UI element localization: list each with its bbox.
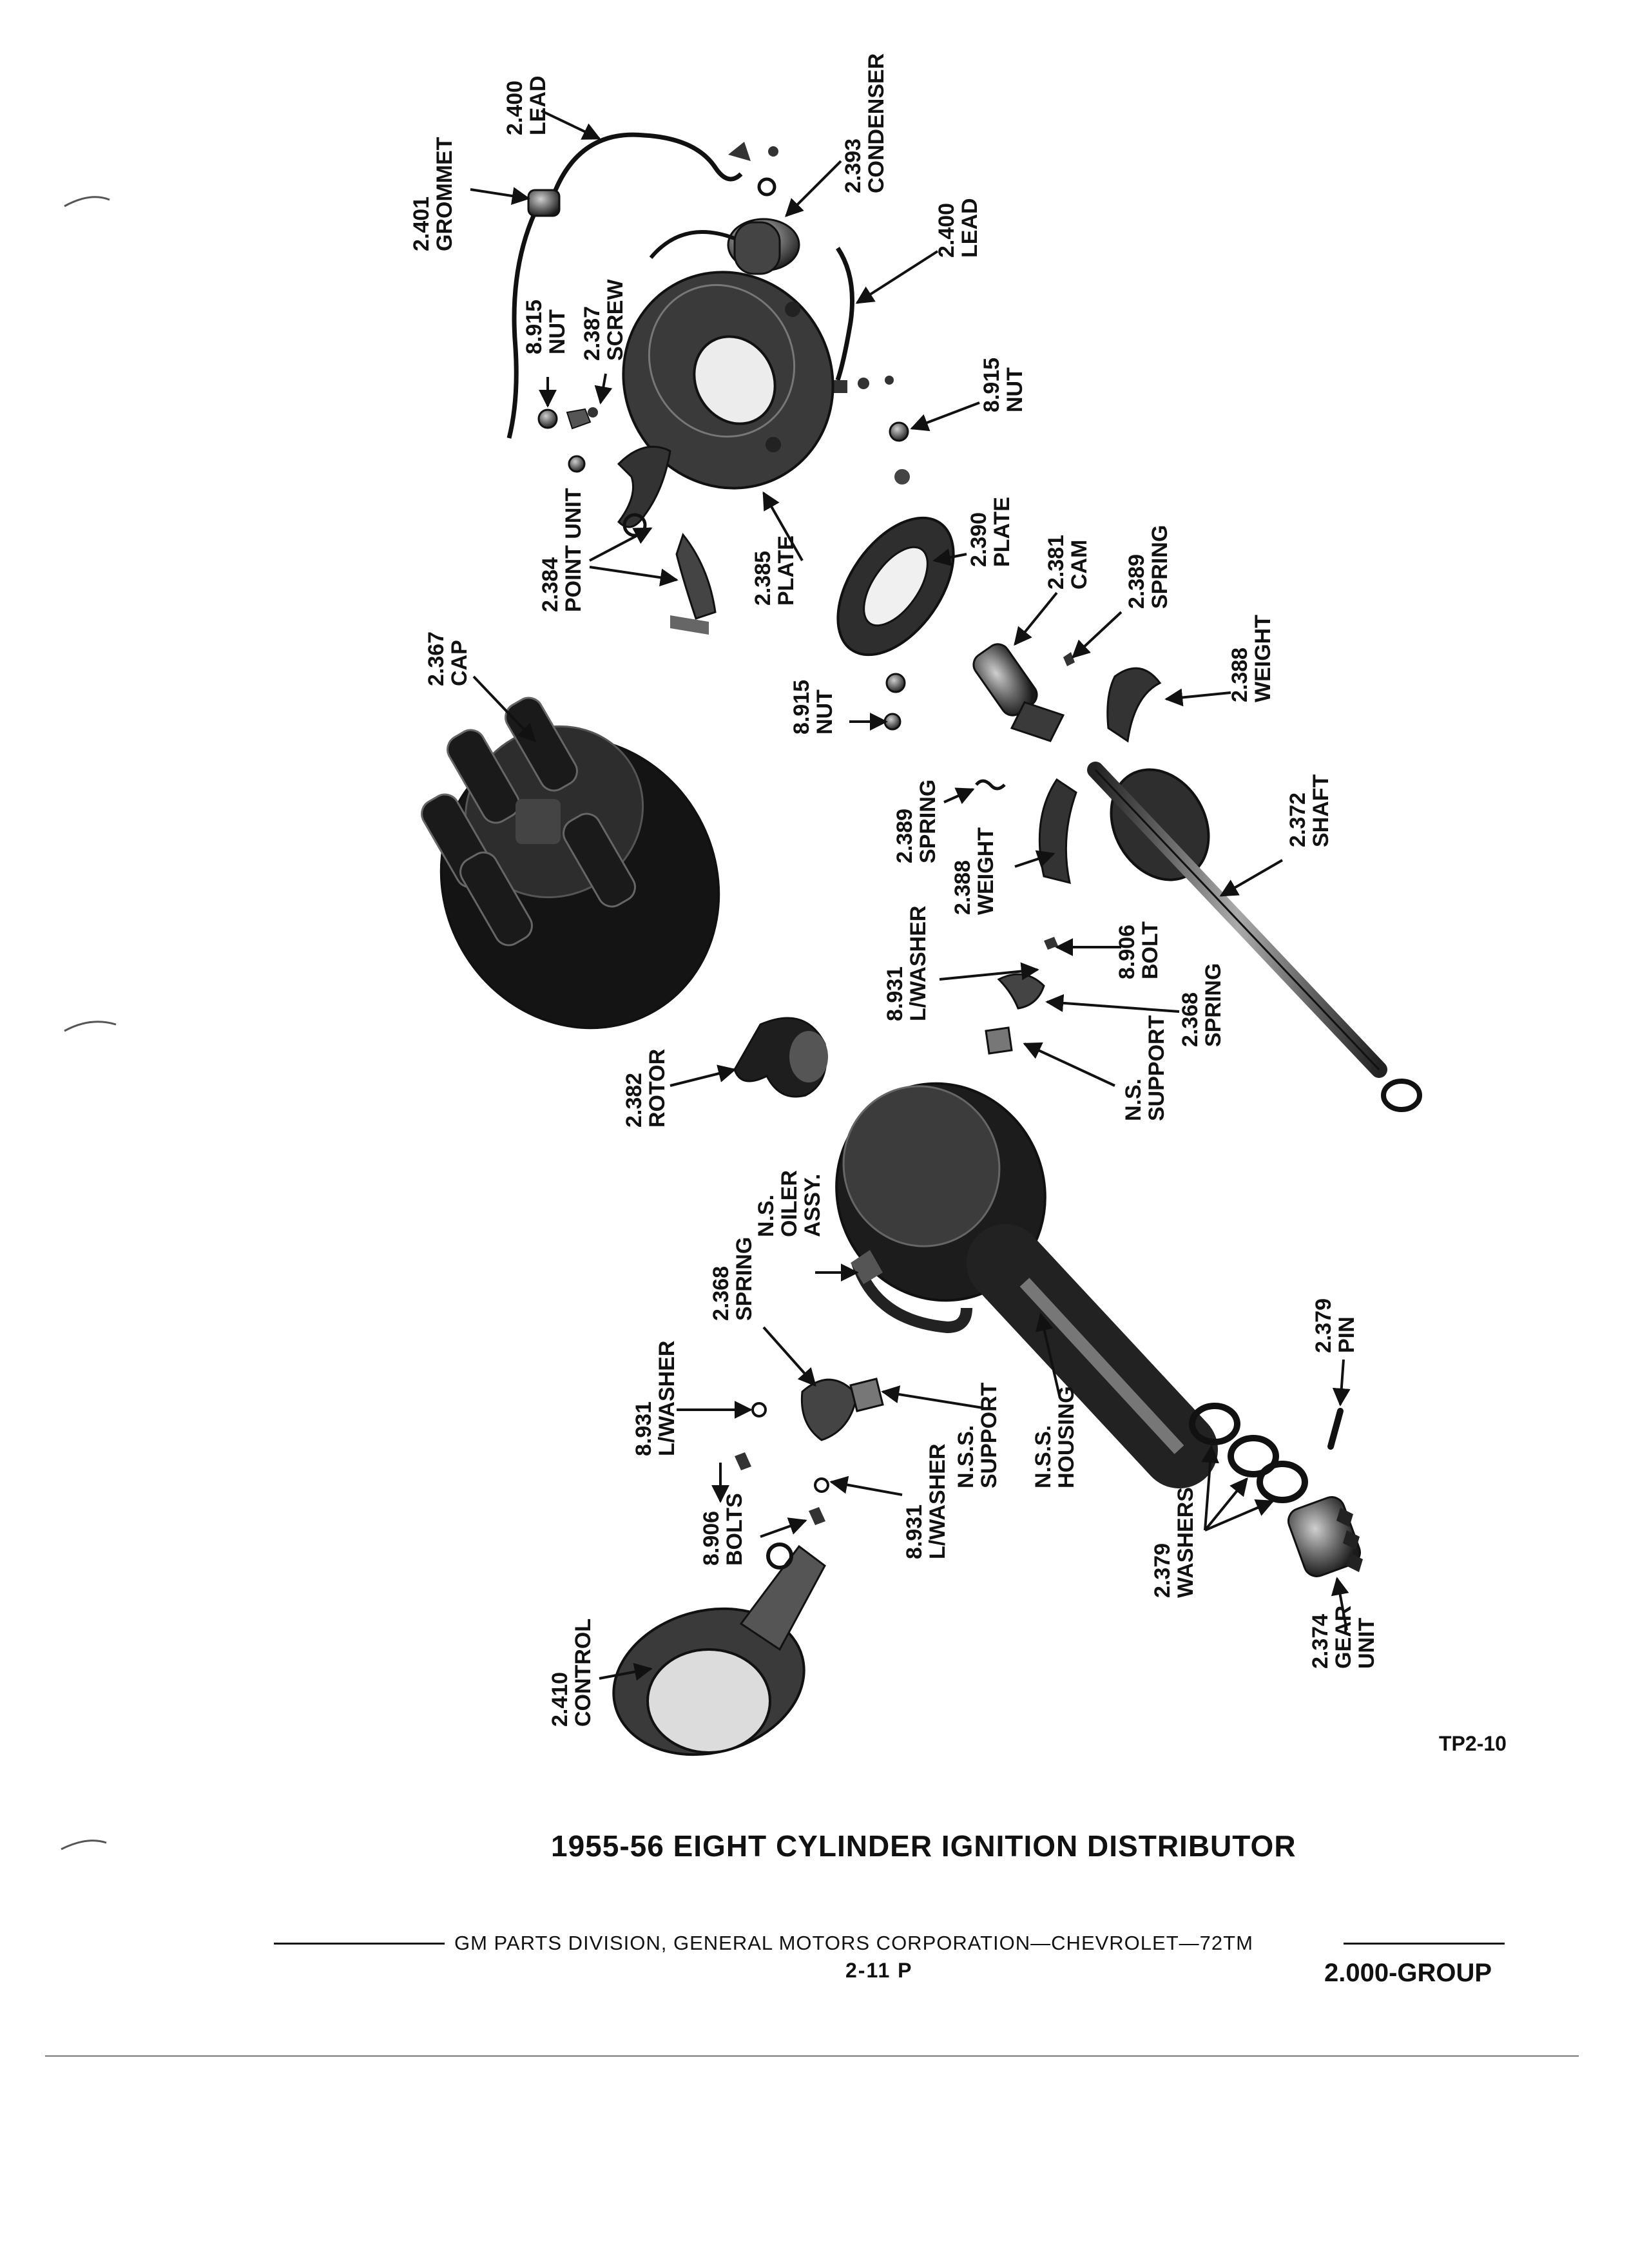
callout-shaft: 2.372SHAFT: [1286, 774, 1333, 847]
callout-lead-right: 2.400LEAD: [934, 198, 982, 258]
page-title: 1955-56 EIGHT CYLINDER IGNITION DISTRIBU…: [551, 1829, 1296, 1863]
part-gear-unit: [1287, 1496, 1363, 1577]
part-spring-mid: [975, 779, 1006, 791]
part-point-unit: [617, 445, 717, 635]
callout-lwasher-lower: 8.931L/WASHER: [902, 1444, 950, 1559]
callout-nut-left: 8.915NUT: [522, 300, 570, 354]
part-spring-368-upper: [985, 937, 1058, 1055]
part-distributor-cap: [421, 697, 720, 1030]
callout-cam: 2.381CAM: [1044, 535, 1092, 590]
callout-ns-support: N.S.SUPPORT: [1121, 1015, 1169, 1121]
callout-labels: 2.400LEAD 2.401GROMMET 2.393CONDENSER 2.…: [409, 53, 1379, 1727]
part-pin: [1327, 1408, 1344, 1450]
footer-rule-right: [1344, 1943, 1505, 1945]
figure-code: TP2-10: [1439, 1732, 1507, 1755]
callout-bolt: 8.906BOLT: [1115, 921, 1162, 979]
callout-washers: 2.379WASHERS: [1150, 1487, 1198, 1598]
callout-weight-lower: 2.388WEIGHT: [950, 827, 998, 915]
callout-screw: 2.387SCREW: [580, 279, 628, 361]
callout-point-unit: 2.384POINT UNIT: [538, 488, 586, 612]
part-vacuum-control: [612, 1542, 826, 1756]
callout-plate-large: 2.385PLATE: [751, 535, 798, 606]
callout-lwasher-upper: 8.931L/WASHER: [883, 906, 930, 1021]
callout-condenser: 2.393CONDENSER: [841, 53, 889, 193]
callout-gear-unit: 2.374GEARUNIT: [1308, 1606, 1379, 1669]
callout-oiler: N.S.OILERASSY.: [754, 1170, 825, 1237]
part-spring-368-lower: [735, 1378, 884, 1525]
callout-lwasher-left: 8.931L/WASHER: [631, 1341, 679, 1456]
footer-division: GM PARTS DIVISION, GENERAL MOTORS CORPOR…: [454, 1932, 1253, 1954]
part-rotor: [733, 1017, 828, 1098]
callout-rotor: 2.382ROTOR: [622, 1049, 670, 1128]
part-weight-lower: [1038, 778, 1077, 885]
page-number: 2-11 P: [845, 1959, 913, 1982]
part-cam: [972, 643, 1075, 742]
callout-control: 2.410CONTROL: [548, 1619, 595, 1727]
part-shaft: [1087, 762, 1422, 1112]
part-breaker-plate-large: [622, 271, 834, 490]
part-small-nuts: [537, 376, 910, 731]
callout-bolts: 8.906BOLTS: [699, 1493, 747, 1566]
part-lead-top: [506, 132, 751, 439]
callout-nut-right: 8.915NUT: [979, 358, 1027, 412]
callout-pin: 2.379PIN: [1311, 1298, 1359, 1353]
bottom-scan-edge: [45, 2055, 1579, 2057]
callout-spring-mid: 2.389SPRING: [892, 780, 940, 863]
group-code: 2.000-GROUP: [1324, 1959, 1492, 1987]
callout-nut-mid: 8.915NUT: [789, 680, 837, 735]
scan-marks: [61, 196, 117, 1850]
callout-cap: 2.367CAP: [424, 631, 472, 686]
part-washers: [1189, 1403, 1308, 1503]
part-grommet: [527, 189, 561, 217]
callout-lead-top: 2.400LEAD: [503, 75, 550, 135]
callout-nss-housing: N.S.S.HOUSING: [1031, 1386, 1079, 1488]
part-housing: [835, 1082, 1218, 1488]
callout-spring-368-upper: 2.368SPRING: [1178, 963, 1226, 1047]
callout-weight-upper: 2.388WEIGHT: [1228, 615, 1275, 702]
callout-plate-small: 2.390PLATE: [967, 497, 1014, 567]
part-plate-small: [836, 516, 955, 657]
callout-spring-368-lower: 2.368SPRING: [709, 1237, 757, 1321]
footer-rule-left: [274, 1943, 445, 1945]
leader-arrows: [470, 110, 1351, 1681]
callout-spring-upper: 2.389SPRING: [1124, 525, 1172, 609]
callout-nss-support: N.S.S.SUPPORT: [954, 1382, 1001, 1488]
part-weight-upper: [1106, 667, 1162, 743]
part-condenser: [649, 146, 800, 275]
callout-grommet: 2.401GROMMET: [409, 137, 457, 251]
